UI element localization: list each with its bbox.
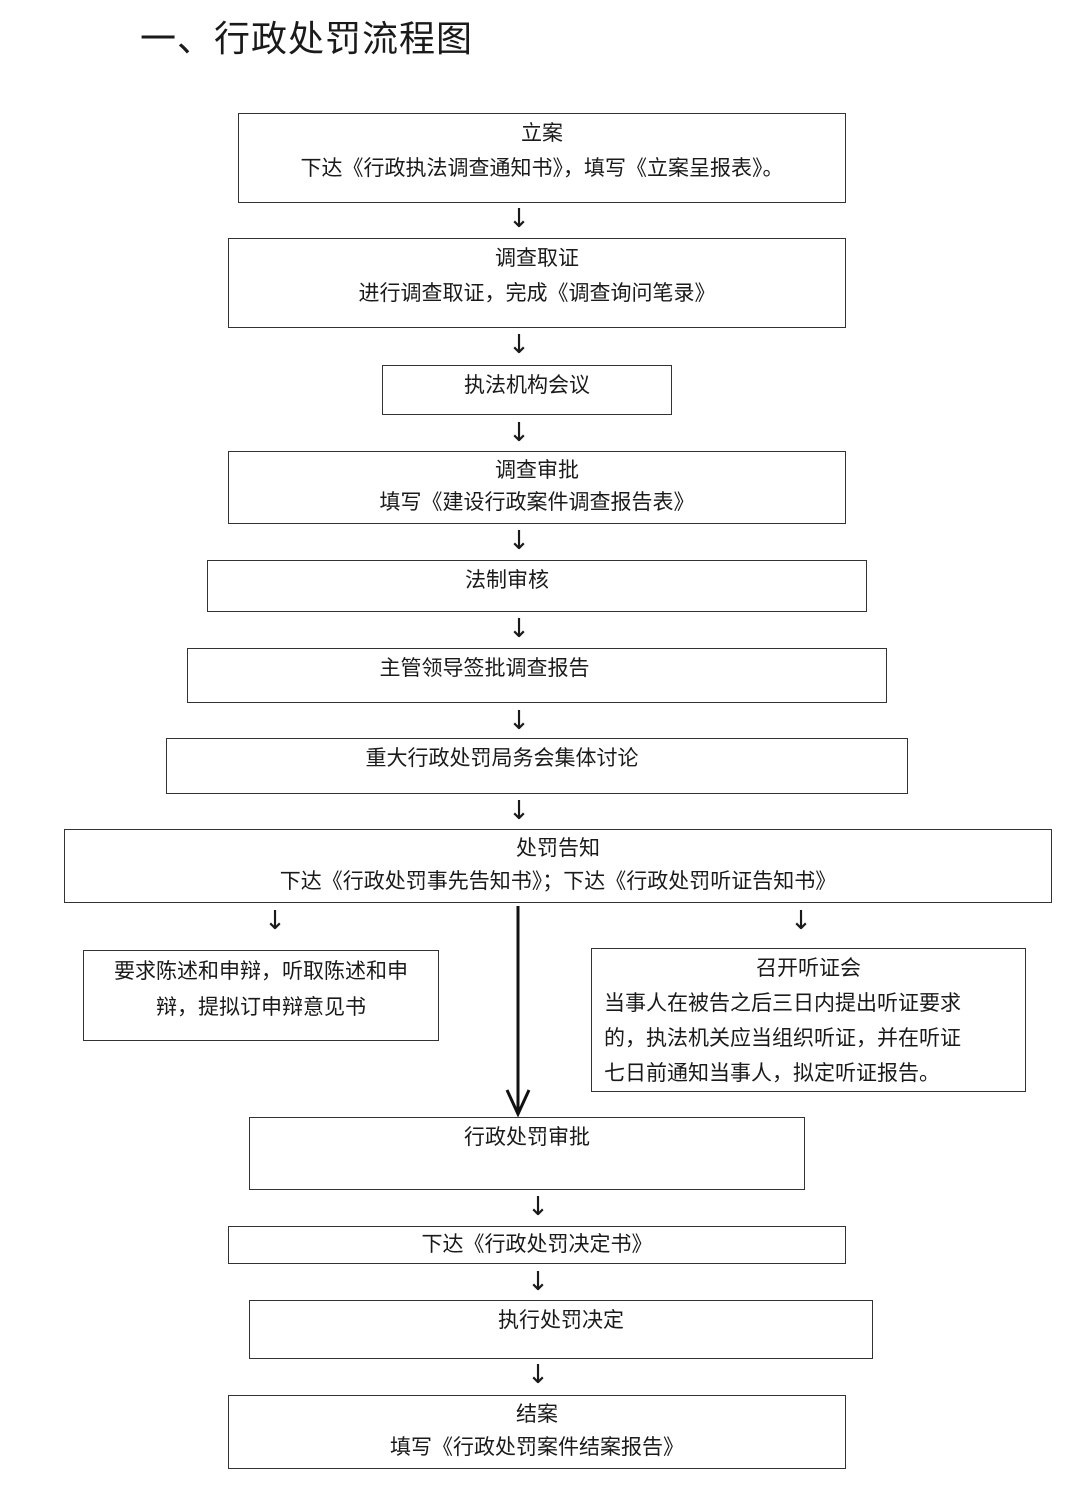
down-arrow-icon: ↓ bbox=[264, 906, 286, 936]
step-approval-title: 调查审批 bbox=[495, 458, 579, 482]
step-hearing: 召开听证会 当事人在被告之后三日内提出听证要求 的，执法机关应当组织听证，并在听… bbox=[591, 948, 1026, 1092]
step-hearing-line2: 的，执法机关应当组织听证，并在听证 bbox=[604, 1026, 961, 1050]
page-title: 一、行政处罚流程图 bbox=[140, 19, 474, 60]
step-notice: 处罚告知 下达《行政处罚事先告知书》；下达《行政处罚听证告知书》 bbox=[64, 829, 1052, 903]
down-arrow-icon: ↓ bbox=[508, 418, 530, 448]
step-legal-review: 法制审核 bbox=[207, 560, 867, 612]
step-meeting-title: 执法机构会议 bbox=[464, 373, 590, 397]
step-investigation-desc: 进行调查取证，完成《调查询问笔录》 bbox=[358, 281, 716, 305]
step-hearing-title: 召开听证会 bbox=[756, 956, 861, 980]
step-approval-desc: 填写《建设行政案件调查报告表》 bbox=[379, 490, 695, 514]
step-filing: 立案 下达《行政执法调查通知书》，填写《立案呈报表》。 bbox=[238, 113, 846, 203]
down-arrow-icon: ↓ bbox=[508, 706, 530, 736]
down-arrow-icon: ↓ bbox=[508, 526, 530, 556]
step-statement-line1: 要求陈述和申辩，听取陈述和申 bbox=[114, 959, 408, 983]
step-statement-line2: 辩，提拟订申辩意见书 bbox=[156, 995, 366, 1019]
step-hearing-line1: 当事人在被告之后三日内提出听证要求 bbox=[604, 991, 961, 1015]
step-investigation-title: 调查取证 bbox=[495, 246, 579, 270]
step-discussion-title: 重大行政处罚局务会集体讨论 bbox=[365, 746, 639, 770]
step-penalty-approval-title: 行政处罚审批 bbox=[464, 1125, 590, 1149]
step-leader-sign: 主管领导签批调查报告 bbox=[187, 648, 887, 703]
step-filing-desc: 下达《行政执法调查通知书》，填写《立案呈报表》。 bbox=[300, 156, 784, 180]
step-execute-title: 执行处罚决定 bbox=[498, 1308, 624, 1332]
step-execute: 执行处罚决定 bbox=[249, 1300, 873, 1359]
down-arrow-icon: ↓ bbox=[508, 796, 530, 826]
step-hearing-line3: 七日前通知当事人，拟定听证报告。 bbox=[604, 1061, 940, 1085]
down-arrow-icon: ↓ bbox=[527, 1360, 549, 1390]
step-approval: 调查审批 填写《建设行政案件调查报告表》 bbox=[228, 451, 846, 524]
step-decision-title: 下达《行政处罚决定书》 bbox=[421, 1232, 653, 1256]
long-down-arrow-icon bbox=[505, 906, 531, 1118]
down-arrow-icon: ↓ bbox=[508, 614, 530, 644]
step-statement: 要求陈述和申辩，听取陈述和申 辩，提拟订申辩意见书 bbox=[83, 950, 439, 1041]
step-leader-sign-title: 主管领导签批调查报告 bbox=[379, 656, 590, 680]
step-notice-desc: 下达《行政处罚事先告知书》；下达《行政处罚听证告知书》 bbox=[279, 869, 837, 893]
step-close-title: 结案 bbox=[516, 1402, 558, 1426]
step-discussion: 重大行政处罚局务会集体讨论 bbox=[166, 738, 908, 794]
down-arrow-icon: ↓ bbox=[527, 1267, 549, 1297]
down-arrow-icon: ↓ bbox=[508, 204, 530, 234]
down-arrow-icon: ↓ bbox=[527, 1192, 549, 1222]
down-arrow-icon: ↓ bbox=[508, 330, 530, 360]
step-investigation: 调查取证 进行调查取证，完成《调查询问笔录》 bbox=[228, 238, 846, 328]
step-penalty-approval: 行政处罚审批 bbox=[249, 1117, 805, 1190]
step-meeting: 执法机构会议 bbox=[382, 365, 672, 415]
step-close-desc: 填写《行政处罚案件结案报告》 bbox=[390, 1435, 684, 1459]
down-arrow-icon: ↓ bbox=[790, 906, 812, 936]
step-close: 结案 填写《行政处罚案件结案报告》 bbox=[228, 1395, 846, 1469]
step-filing-title: 立案 bbox=[521, 121, 563, 145]
step-decision: 下达《行政处罚决定书》 bbox=[228, 1226, 846, 1264]
step-notice-title: 处罚告知 bbox=[516, 836, 600, 860]
step-legal-review-title: 法制审核 bbox=[465, 568, 549, 592]
